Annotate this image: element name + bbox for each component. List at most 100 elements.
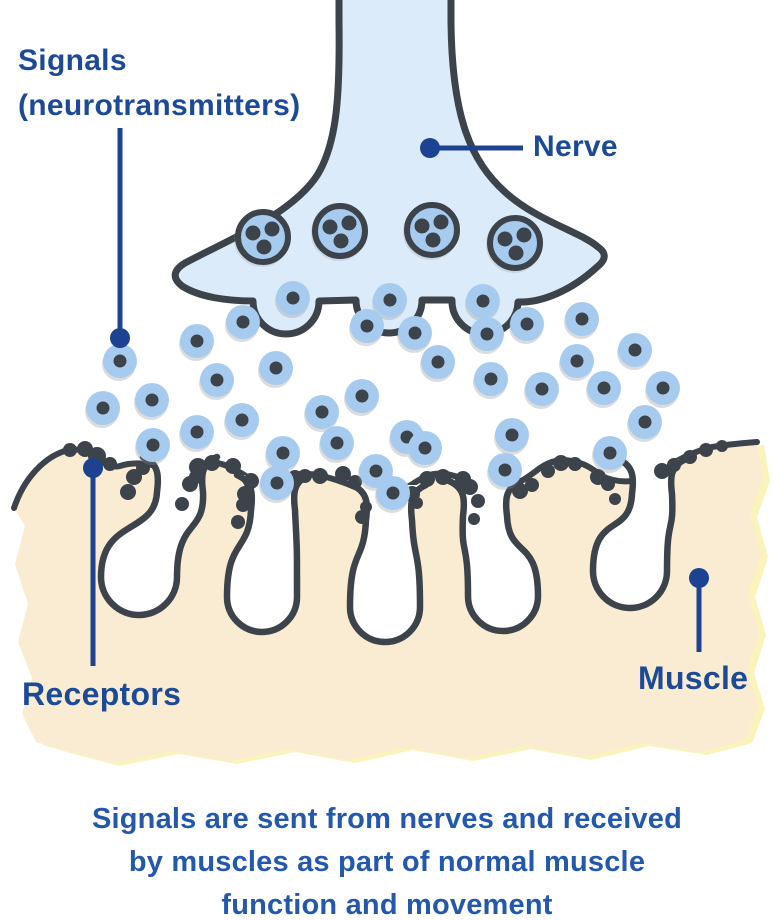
neurotransmitter-core <box>431 355 445 369</box>
vesicle-inner-dot <box>433 214 449 230</box>
muscle-fold-outline <box>346 481 430 646</box>
receptor-dot <box>683 450 697 464</box>
label-receptors: Receptors <box>22 676 182 712</box>
neurotransmitter-core <box>236 315 250 329</box>
receptor-dot <box>360 501 372 513</box>
receptor-dot <box>609 493 621 505</box>
receptor-dot <box>462 479 478 495</box>
receptor-dot <box>243 473 259 489</box>
receptor-dot <box>355 510 369 524</box>
receptor-dot <box>136 461 150 475</box>
receptor-dot <box>175 497 189 511</box>
receptor-dot <box>699 443 713 457</box>
label-nerve: Nerve <box>533 130 618 163</box>
neurotransmitter-core <box>235 413 249 427</box>
neurotransmitter-core <box>575 312 589 326</box>
neurotransmitter-core <box>96 401 110 415</box>
neurotransmitter-core <box>520 317 534 331</box>
neurotransmitter-core <box>210 373 224 387</box>
neurotransmitter-core <box>476 294 490 308</box>
neurotransmitter-core <box>386 486 400 500</box>
neurotransmitter-core <box>146 438 160 452</box>
receptor-dot <box>237 486 253 502</box>
receptor-dot <box>667 458 681 472</box>
vesicle-inner-dot <box>245 225 261 241</box>
pointer-muscle <box>689 568 709 652</box>
muscle-fold <box>593 459 686 608</box>
receptor-dot <box>103 457 117 471</box>
receptor-dot <box>601 477 615 491</box>
vesicle <box>404 202 460 258</box>
label-signals: Signals (neurotransmitters) <box>18 38 300 128</box>
vesicle-inner-dot <box>341 215 357 231</box>
receptor-dot <box>312 468 328 484</box>
receptor-dot <box>468 513 480 525</box>
neurotransmitter-core <box>535 382 549 396</box>
label-muscle: Muscle <box>638 660 749 696</box>
caption-text: Signals are sent from nerves and receive… <box>0 798 774 920</box>
label-signals-line1: Signals <box>18 44 127 77</box>
neurotransmitter-core <box>597 381 611 395</box>
receptor-dot <box>126 469 142 485</box>
muscle-fold <box>227 475 309 632</box>
receptor-dot <box>236 498 250 512</box>
receptor-dot <box>512 483 528 499</box>
receptor-dot <box>298 469 312 483</box>
receptor-dot <box>120 484 136 500</box>
pointer-receptors <box>83 458 103 666</box>
neurotransmitter-core <box>286 291 300 305</box>
pointer-signals <box>110 128 130 348</box>
vesicle-inner-dot <box>414 218 430 234</box>
receptor-dot <box>525 478 539 492</box>
caption-line: Signals are sent from nerves and receive… <box>91 803 683 835</box>
muscle-fold-outline <box>223 471 313 636</box>
neurotransmitter-core <box>628 343 642 357</box>
pointer-receptors-dot <box>83 458 103 478</box>
pointer-signals-dot <box>110 328 130 348</box>
receptor-dot <box>204 455 220 471</box>
receptor-dot <box>63 443 77 457</box>
vesicle-inner-dot <box>497 231 513 247</box>
pointer-muscle-dot <box>689 568 709 588</box>
vesicle-inner-dot <box>256 239 272 255</box>
label-signals-line2: (neurotransmitters) <box>18 89 301 122</box>
neurotransmitter-core <box>369 464 383 478</box>
neurotransmitters-group <box>86 281 680 510</box>
muscle-fold-outline <box>589 455 690 612</box>
receptor-dot <box>182 476 198 492</box>
neurotransmitter-core <box>418 441 432 455</box>
caption-line: by muscles as part of normal muscle <box>128 846 646 878</box>
receptor-dot <box>716 440 728 452</box>
vesicle <box>312 203 368 259</box>
receptor-dot <box>231 515 245 529</box>
receptor-dot <box>419 471 435 487</box>
neurotransmitter-core <box>408 326 422 340</box>
vesicle <box>487 215 543 271</box>
neurotransmitter-core <box>360 319 374 333</box>
vesicle-inner-dot <box>516 227 532 243</box>
neurotransmitter-core <box>505 428 519 442</box>
muscle-fold-outline <box>97 453 221 619</box>
neurotransmitter-core <box>355 389 369 403</box>
receptor-dots-group <box>63 440 728 529</box>
neurotransmitter-core <box>190 425 204 439</box>
neurotransmitter-core <box>145 393 159 407</box>
caption-line: function and movement <box>221 889 553 920</box>
neurotransmitter-core <box>269 361 283 375</box>
neurotransmitter-core <box>484 372 498 386</box>
receptor-dot <box>335 466 351 482</box>
neurotransmitter-core <box>315 405 329 419</box>
muscle-fold <box>101 457 217 615</box>
vesicle-inner-dot <box>322 219 338 235</box>
receptor-dot <box>225 458 241 474</box>
neurotransmitter-core <box>480 327 494 341</box>
receptor-dot <box>348 475 362 489</box>
neurotransmitter-core <box>498 463 512 477</box>
vesicle-inner-dot <box>508 245 524 261</box>
neurotransmitter-core <box>190 334 204 348</box>
neurotransmitter-core <box>570 354 584 368</box>
receptor-dot <box>189 458 207 476</box>
receptor-dot <box>471 494 485 508</box>
